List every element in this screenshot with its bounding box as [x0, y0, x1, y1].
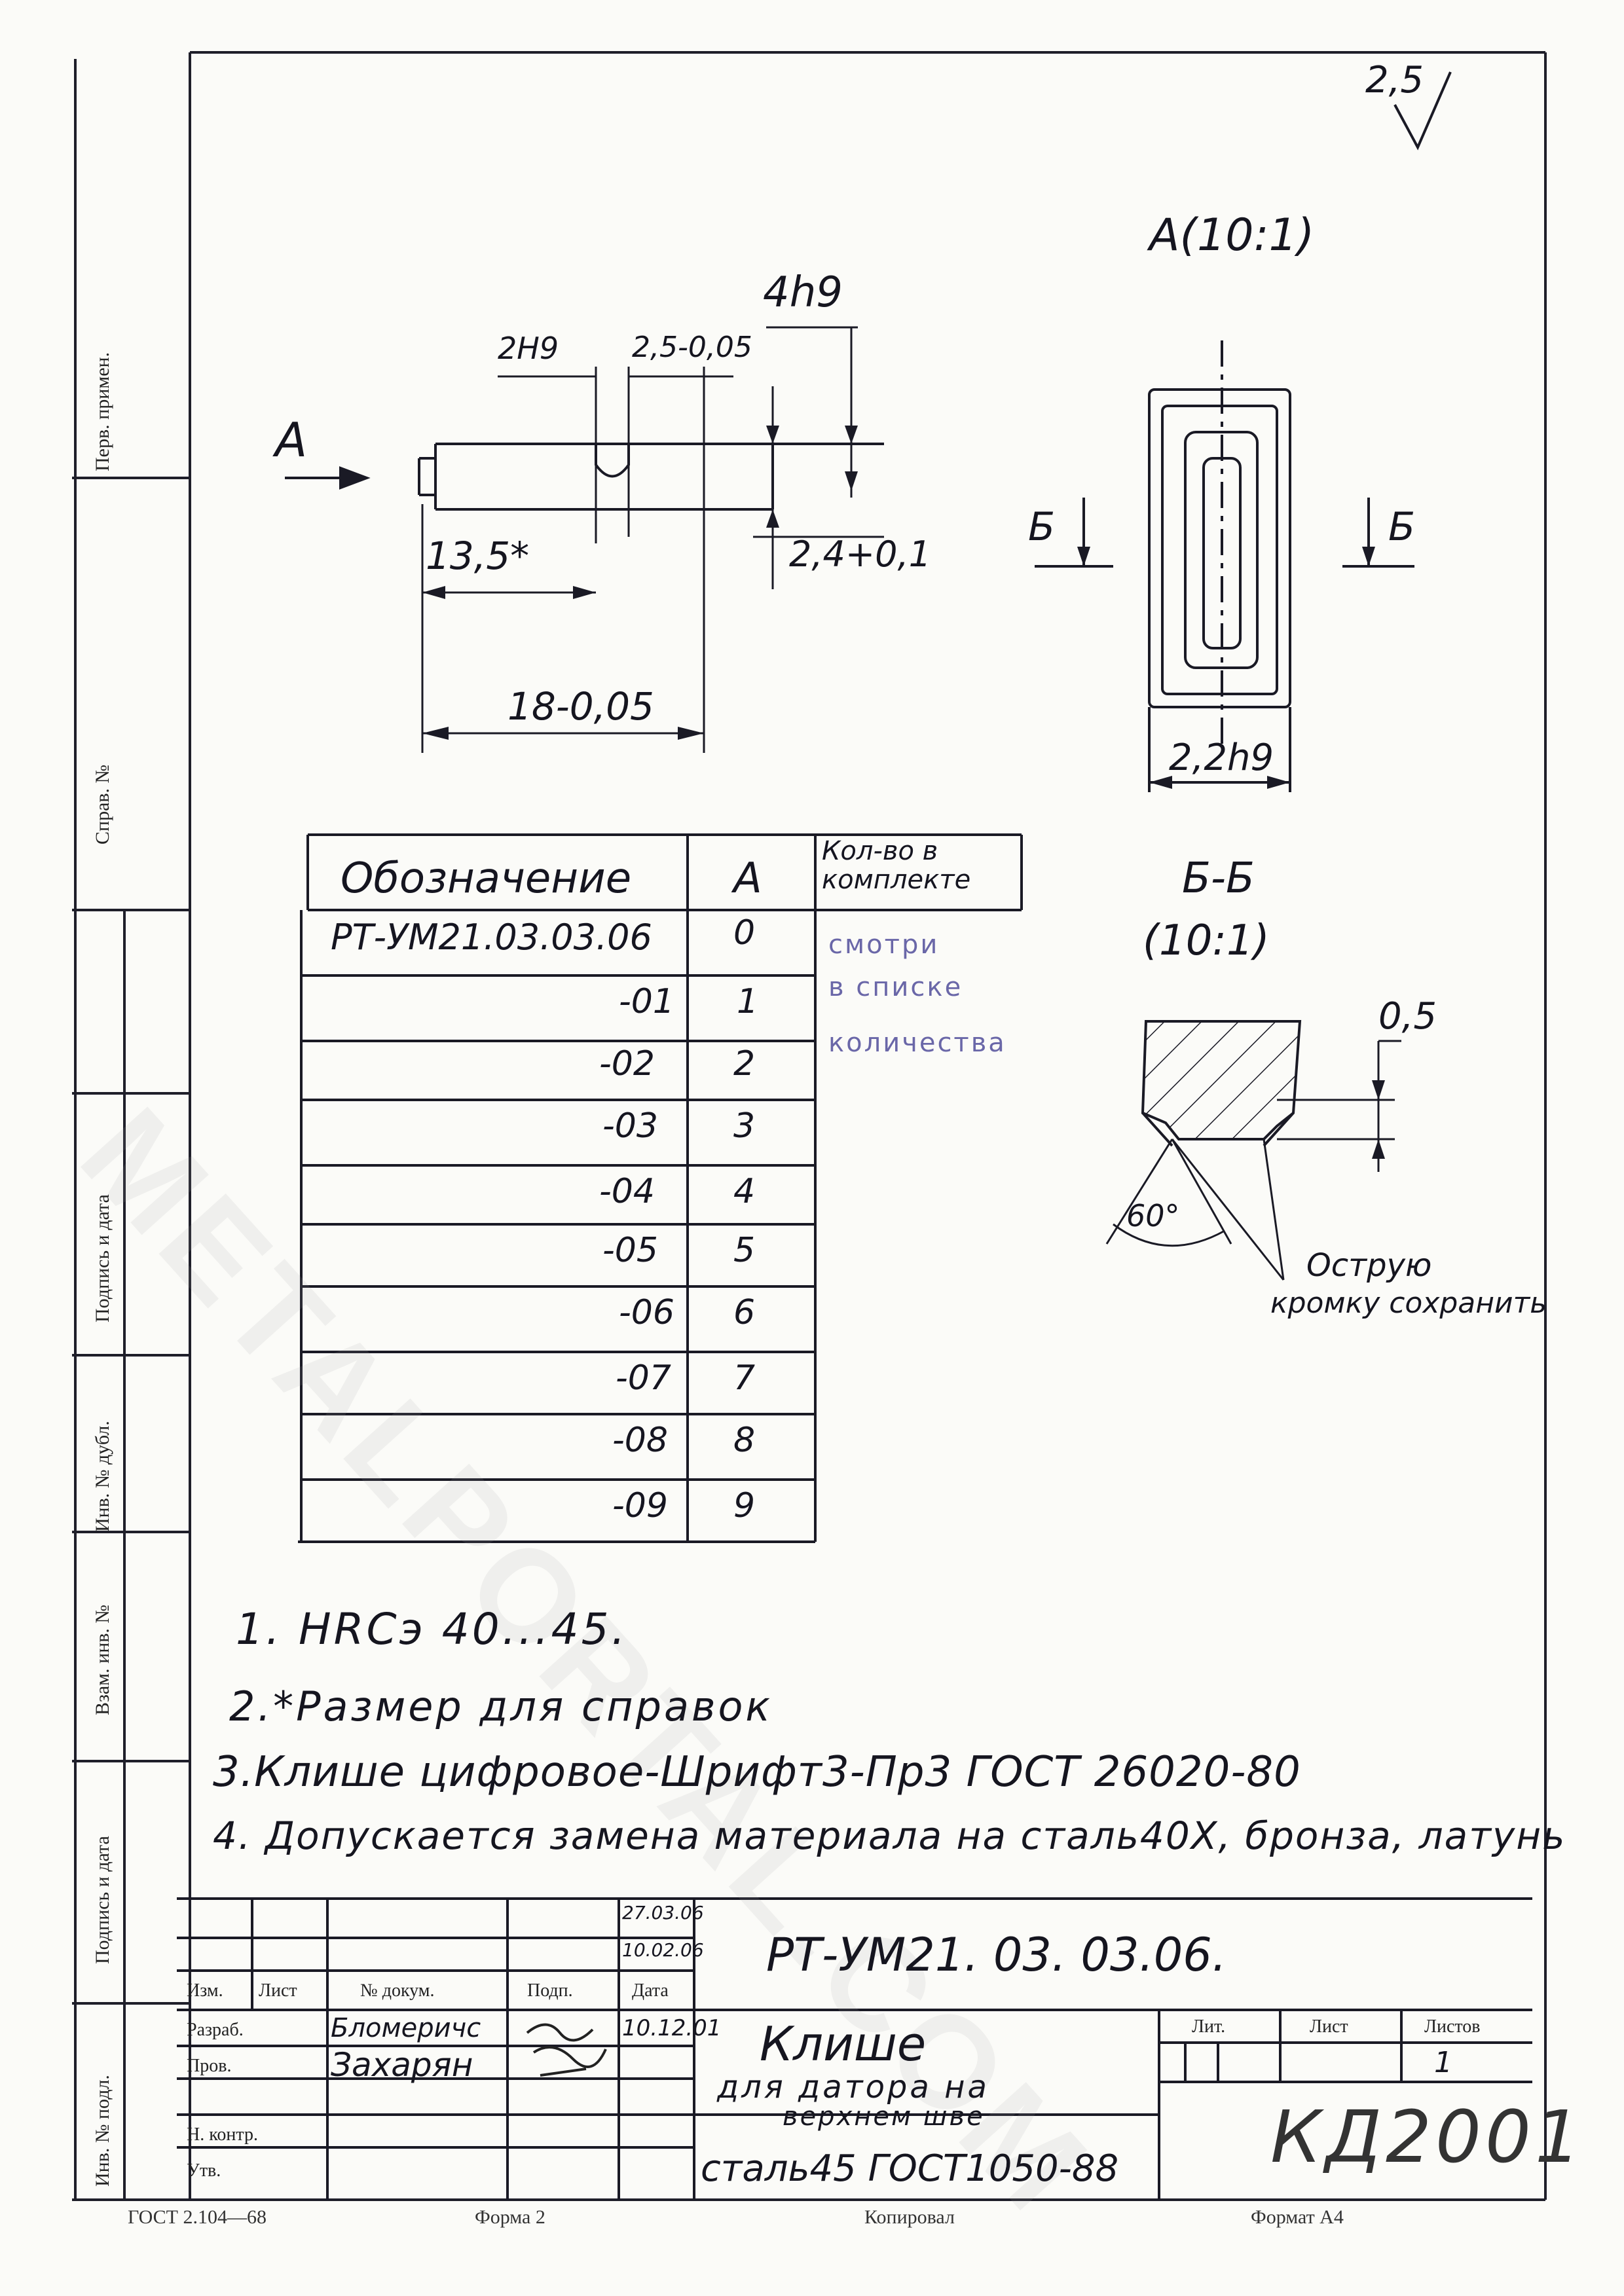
table-row-designation: РТ-УМ21.03.03.06: [331, 917, 652, 958]
tb-role-checker: Пров.: [187, 2056, 232, 2076]
section-bb-drawing: [1105, 1020, 1401, 1281]
side-label-first-use: Перв. примен.: [92, 352, 113, 471]
tb-lit-header: Лит.: [1192, 2016, 1226, 2037]
table-row-a: 6: [733, 1293, 756, 1332]
table-header-a: А: [733, 854, 762, 903]
section-bb-scale: (10:1): [1143, 917, 1270, 965]
table-row-designation: -07: [616, 1358, 671, 1398]
note-2: 2.*Размер для справок: [229, 1683, 773, 1730]
footer-format: Формат А4: [1251, 2206, 1344, 2228]
tb-sheet-header: Лист: [1310, 2016, 1348, 2037]
table-row-designation: -01: [619, 982, 674, 1021]
dim-depth: 0,5: [1378, 995, 1437, 1038]
tb-stamp: КД2001: [1270, 2095, 1585, 2179]
dim-reference: 13,5*: [426, 534, 530, 578]
roughness-value: 2,5: [1365, 59, 1424, 101]
spec-table-grid: [298, 833, 1023, 1543]
tb-role-norm-control: Н. контр.: [187, 2124, 258, 2145]
tb-name-line3: верхнем шве: [783, 2102, 985, 2132]
dim-height: 2,4+0,1: [789, 534, 932, 575]
tb-date-dev: 10.12.01: [622, 2015, 722, 2041]
view-a-drawing: [1035, 340, 1414, 792]
tb-material: сталь45 ГОСТ1050-88: [701, 2147, 1119, 2190]
table-row-designation: -08: [612, 1421, 668, 1460]
table-row-designation: -03: [602, 1106, 658, 1146]
note-1: 1. HRCэ 40...45.: [236, 1604, 628, 1654]
section-mark-left: Б: [1028, 504, 1056, 550]
view-arrow-label: А: [275, 412, 308, 467]
tb-name-line1: Клише: [760, 2016, 927, 2071]
tb-role-approved: Утв.: [187, 2160, 221, 2181]
side-label-replace-inv: Взам. инв. №: [92, 1604, 113, 1715]
tb-name-line2: для датора на: [717, 2069, 989, 2105]
tb-sheets-header: Листов: [1424, 2016, 1481, 2037]
note-3: 3.Клише цифровое-Шрифт3-Пр3 ГОСТ 26020-8…: [213, 1748, 1301, 1796]
side-label-sign-date: Подпись и дата: [92, 1194, 113, 1322]
tb-date-top-1: 27.03.06: [622, 1902, 704, 1923]
table-row-a: 1: [737, 982, 759, 1021]
dim-view-a-width: 2,2h9: [1169, 737, 1274, 779]
roughness-symbol: [1393, 71, 1452, 151]
section-mark-right: Б: [1388, 504, 1416, 550]
table-row-a: 7: [733, 1358, 756, 1398]
qty-note-line2: в списке: [828, 972, 963, 1002]
table-row-a: 5: [733, 1231, 756, 1270]
table-row-a: 2: [733, 1044, 756, 1084]
table-row-designation: -09: [612, 1486, 668, 1525]
qty-note-line1: смотри: [828, 930, 940, 960]
tb-col-sign: Подп.: [527, 1980, 573, 2001]
table-row-a: 8: [733, 1421, 756, 1460]
tb-checker-name: Захарян: [331, 2046, 473, 2084]
side-label-reference: Справ. №: [92, 764, 113, 845]
table-row-designation: -02: [599, 1044, 655, 1084]
footer-copied: Копировал: [864, 2206, 955, 2228]
table-row-designation: -05: [602, 1231, 658, 1270]
table-row-a: 9: [733, 1486, 756, 1525]
edge-note-line1: Острую: [1306, 1247, 1432, 1284]
side-label-sign-date-2: Подпись и дата: [92, 1836, 113, 1964]
tb-developer-name: Бломеричс: [331, 2013, 481, 2043]
part-main-view: [285, 443, 884, 511]
table-row-a: 4: [733, 1172, 756, 1211]
tb-col-date: Дата: [632, 1980, 669, 2001]
table-row-a: 0: [733, 913, 756, 953]
footer-standard: ГОСТ 2.104—68: [128, 2206, 267, 2228]
dim-position: 2,5-0,05: [632, 331, 752, 364]
tb-designation: РТ-УМ21. 03. 03.06.: [766, 1928, 1227, 1982]
table-row-designation: -06: [619, 1293, 674, 1332]
signature-developer: [521, 2013, 612, 2088]
tb-date-top-2: 10.02.06: [622, 1939, 704, 1961]
qty-note-line3: количества: [828, 1028, 1006, 1058]
title-block-grid: [177, 1897, 1532, 2200]
tb-col-sheet: Лист: [259, 1980, 297, 2001]
dim-angle: 60°: [1126, 1198, 1180, 1233]
table-row-designation: -04: [599, 1172, 655, 1211]
side-label-orig-inv: Инв. № подл.: [92, 2075, 113, 2187]
section-bb-title: Б-Б: [1182, 854, 1255, 903]
side-label-dup-inv: Инв. № дубл.: [92, 1421, 113, 1532]
footer-form: Форма 2: [475, 2206, 545, 2228]
edge-note-line2: кромку сохранить: [1270, 1286, 1547, 1320]
note-4: 4. Допускается замена материала на сталь…: [213, 1813, 1566, 1858]
dim-length: 18-0,05: [507, 684, 654, 729]
tb-role-developer: Разраб.: [187, 2020, 244, 2040]
table-header-designation: Обозначение: [341, 854, 632, 903]
table-row-a: 3: [733, 1106, 756, 1146]
tb-col-change: Изм.: [187, 1980, 223, 2001]
dim-slot: 2H9: [498, 331, 559, 366]
view-a-title: А(10:1): [1149, 210, 1315, 261]
table-header-qty: Кол-во в комплекте: [822, 836, 971, 895]
tb-col-doc: № докум.: [360, 1980, 435, 2001]
dim-thickness: 4h9: [763, 268, 843, 317]
tb-sheets-value: 1: [1434, 2046, 1452, 2079]
